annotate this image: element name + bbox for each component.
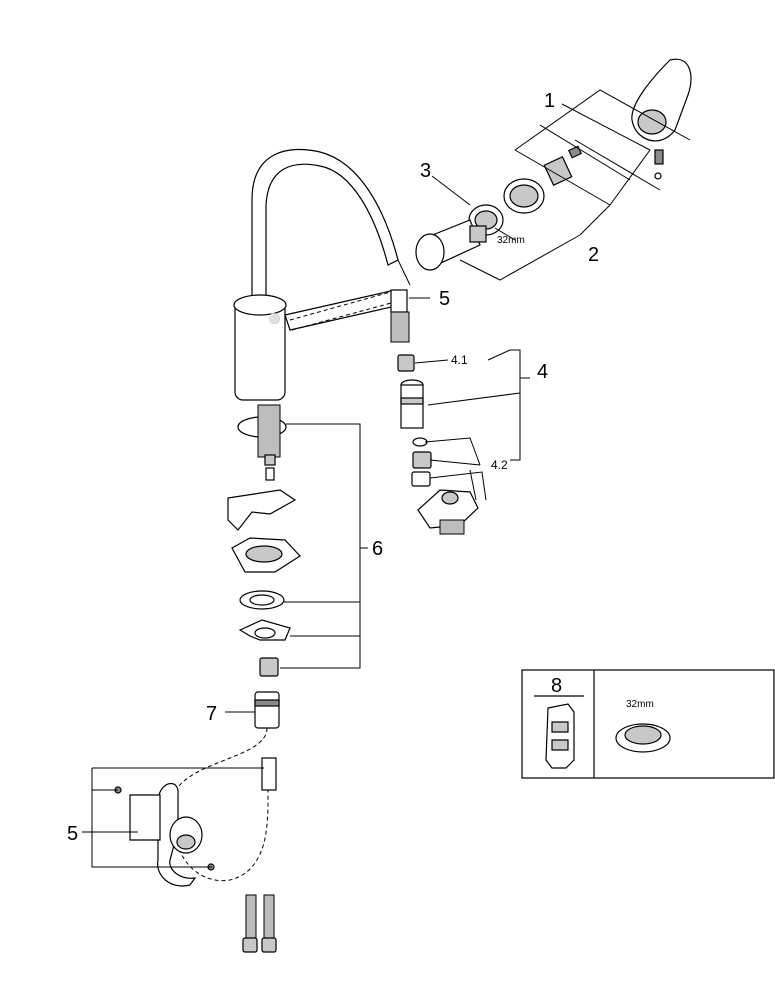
nut-4-2 [412,451,432,469]
faucet-spout [251,148,411,301]
faucet-body: ⚪ [233,289,401,401]
label-4-1: 4.1 [451,353,468,367]
hose-weight [129,783,203,887]
leader-lines-left [225,423,368,713]
fixing-nut [259,657,279,677]
weight-hose-dashed [171,727,269,882]
cover-ring [503,178,545,214]
label-8: 8 [551,675,562,697]
cartridge [415,219,487,271]
label-5-top: 5 [439,288,450,310]
lever-handle [631,58,692,180]
hose-connector [390,289,410,343]
sleeve-4 [400,379,424,429]
hose-end-piece [261,757,277,791]
leader-lines-weight [82,767,264,868]
label-5-bottom: 5 [67,823,78,845]
adapter-sleeve-8 [545,703,575,769]
label-3: 3 [420,160,431,182]
washer-ring [239,590,285,610]
horseshoe-washer-top [227,489,297,531]
svg-text:⚪: ⚪ [268,312,280,325]
label-7: 7 [206,703,217,725]
label-4-2: 4.2 [491,458,508,472]
washer-4-2 [412,437,428,447]
quick-connector [254,691,280,729]
leader-lines-right [409,297,530,501]
check-valve [411,471,431,487]
dimension-inset-32mm: 32mm [626,699,654,710]
label-1: 1 [544,90,555,112]
threaded-rod-hose [257,404,281,481]
spindle-adapter [543,145,583,186]
pull-out-hose-dashed [289,289,403,331]
hex-plate [231,537,301,573]
label-6: 6 [372,538,383,560]
label-4: 4 [537,361,548,383]
dimension-ring-32mm: 32mm [497,235,525,246]
label-2: 2 [588,244,599,266]
horseshoe-washer-bottom [238,619,291,641]
supply-hoses [242,894,277,953]
leader-lines-top [431,89,691,281]
nut-4-1 [397,354,415,372]
inset-ring-32mm [615,723,671,753]
spray-head-diverter [417,489,479,535]
